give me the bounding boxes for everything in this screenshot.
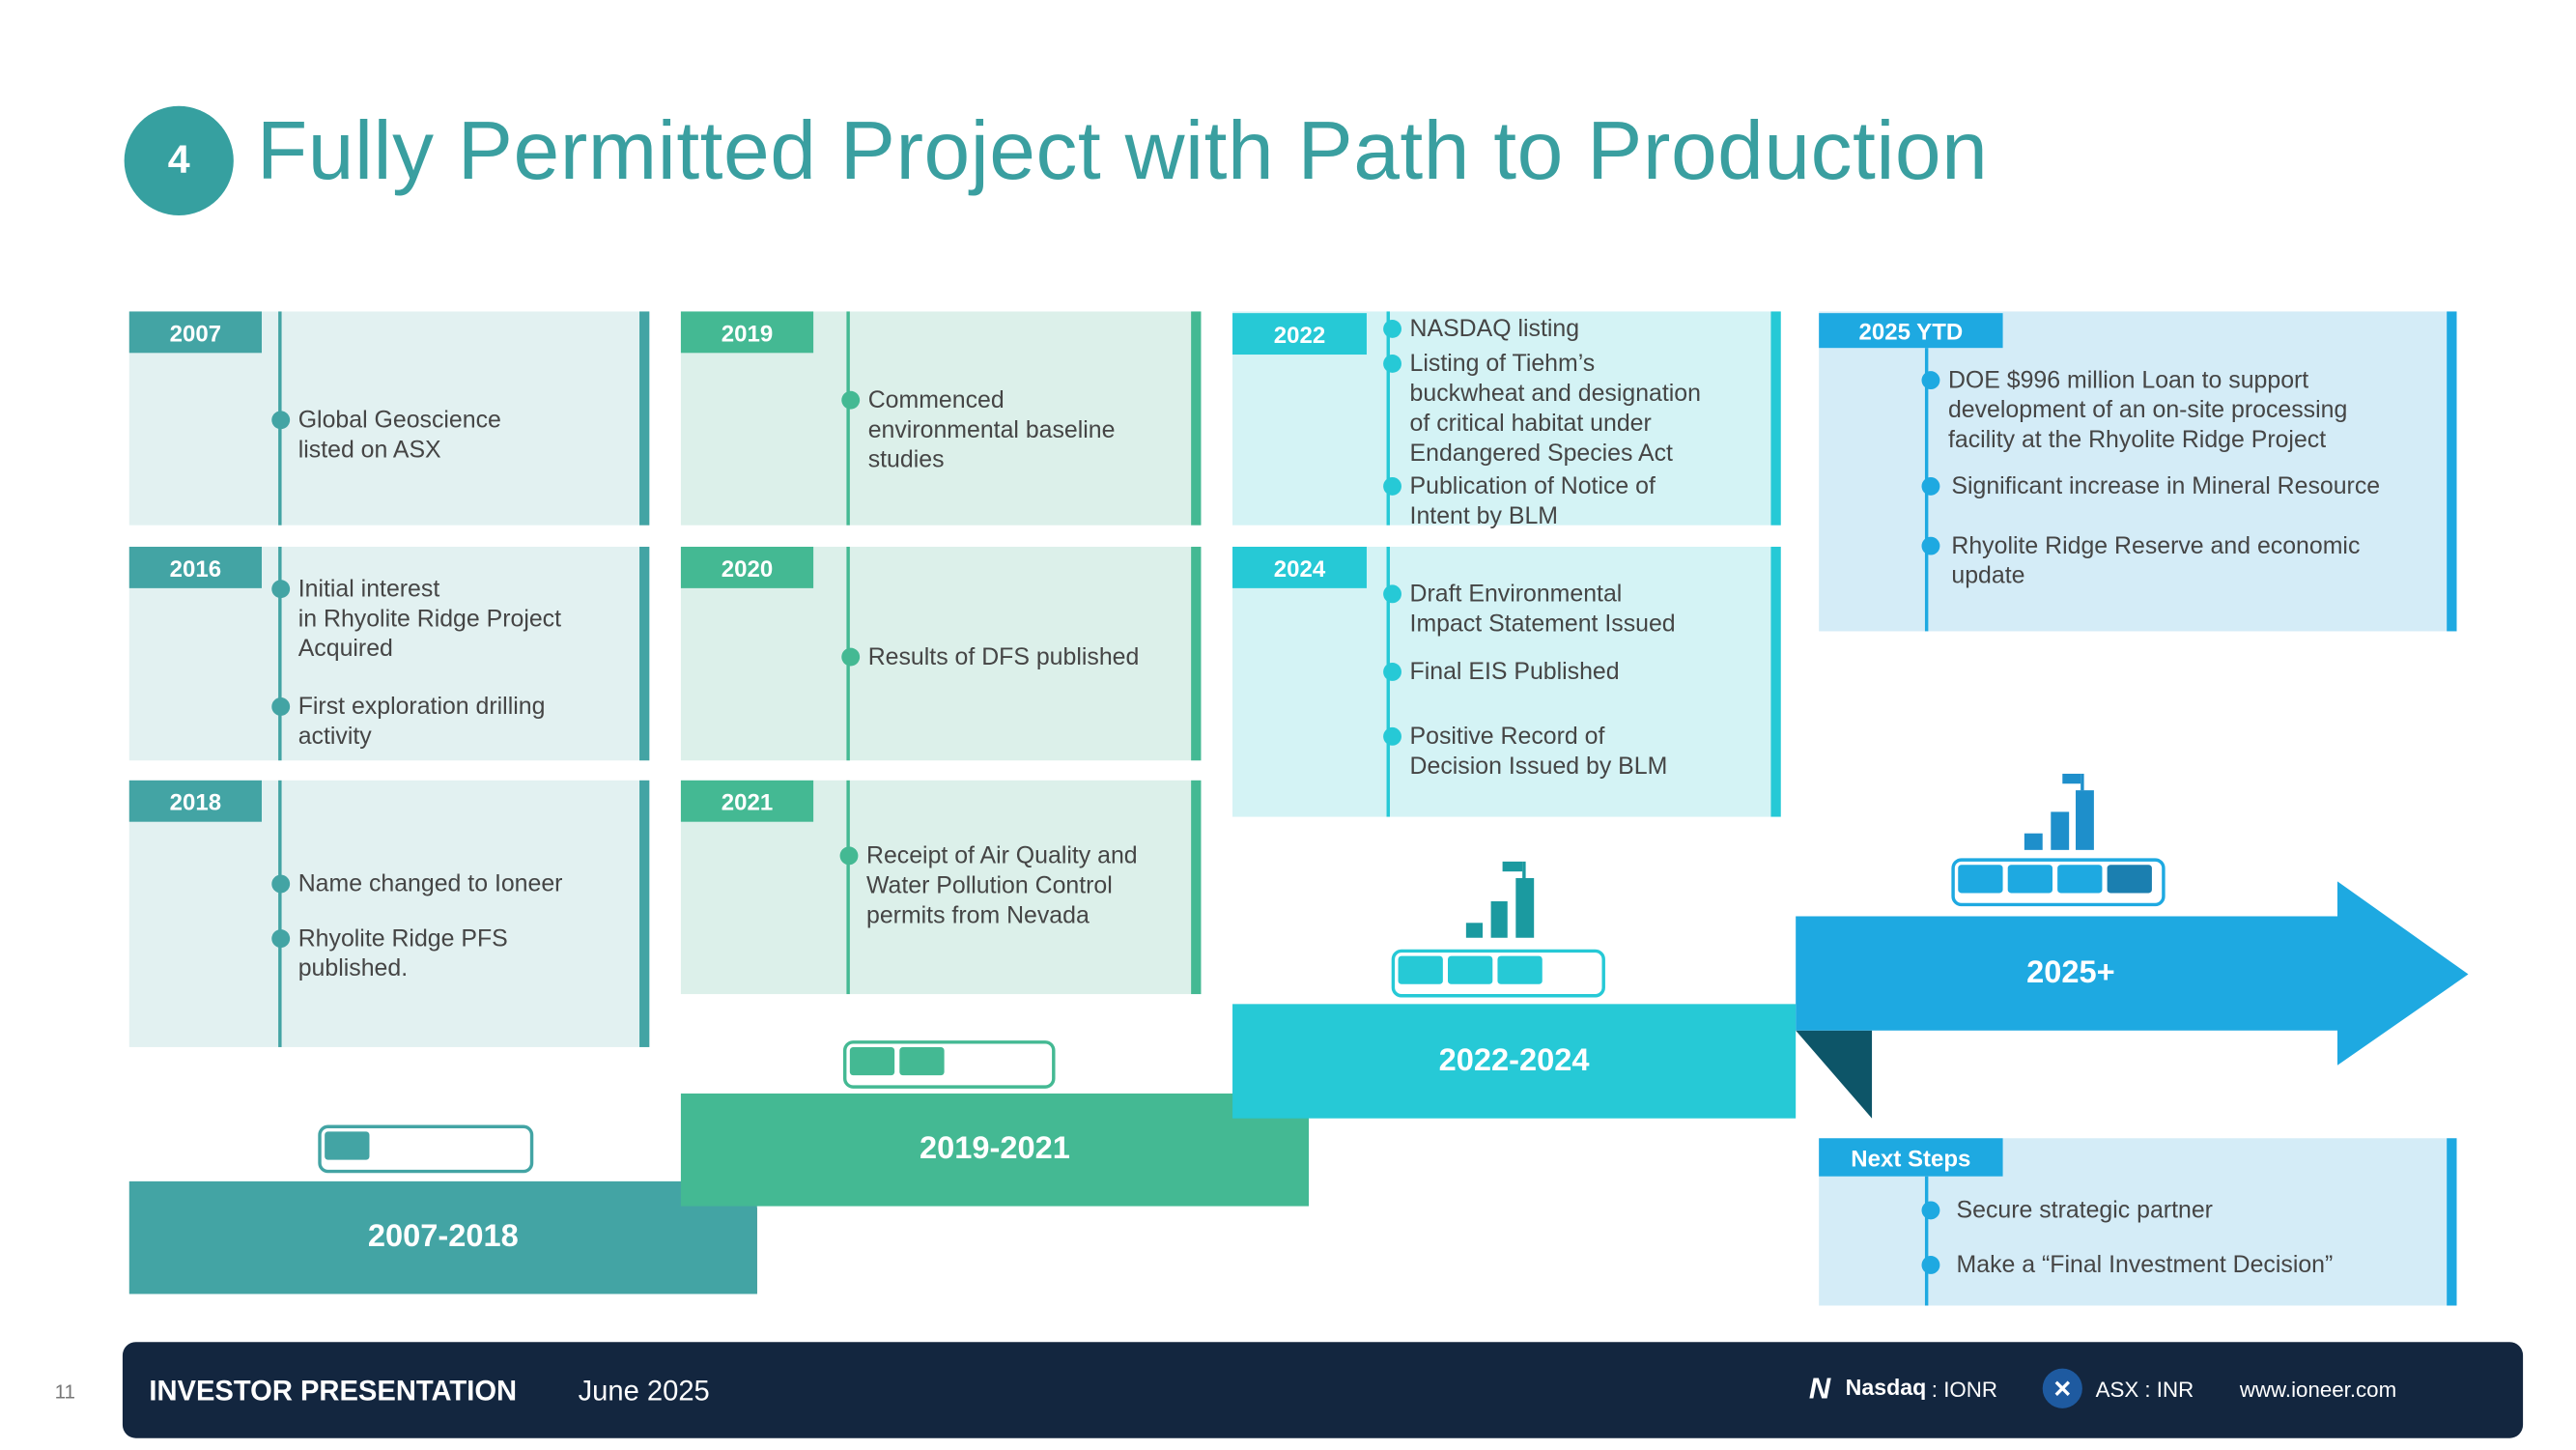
card-2022: 2022 NASDAQ listing Listing of Tiehm’s b… xyxy=(1232,311,1781,530)
milestone: Significant increase in Mineral Resource xyxy=(1921,472,2380,502)
bar-chart-icon xyxy=(2024,773,2094,850)
year-tag: 2018 xyxy=(128,780,262,822)
website-link[interactable]: www.ioneer.com xyxy=(2239,1377,2397,1402)
milestone: DOE $996 million Loan to support develop… xyxy=(1921,366,2347,456)
nasdaq-label: Nasdaq xyxy=(1845,1375,1927,1401)
card-2016: 2016 Initial interest in Rhyolite Ridge … xyxy=(128,546,650,761)
nasdaq-logo-icon: N xyxy=(1808,1372,1831,1406)
step-2022-2024: 2022-2024 xyxy=(1232,1004,1797,1119)
milestone: Positive Record of Decision Issued by BL… xyxy=(1383,723,1667,782)
year-tag: 2021 xyxy=(680,780,814,822)
section-number-badge: 4 xyxy=(124,105,234,215)
page-title: Fully Permitted Project with Path to Pro… xyxy=(256,104,1989,198)
card-2024: 2024 Draft Environmental Impact Statemen… xyxy=(1232,546,1781,817)
milestone: Commenced environmental baseline studies xyxy=(841,386,1115,476)
step-2025-plus: 2025+ xyxy=(2026,954,2115,990)
step-2007-2018: 2007-2018 xyxy=(128,1180,757,1294)
card-2018: 2018 Name changed to Ioneer Rhyolite Rid… xyxy=(128,780,650,1047)
progress-battery-4 xyxy=(1951,858,2166,907)
year-tag: 2022 xyxy=(1232,313,1367,355)
asx-ticker: ASX : INR xyxy=(2095,1377,2194,1402)
card-2019: 2019 Commenced environmental baseline st… xyxy=(680,311,1202,526)
footer-title: INVESTOR PRESENTATION xyxy=(149,1375,518,1407)
year-tag: Next Steps xyxy=(1819,1138,2003,1177)
year-tag: 2019 xyxy=(680,311,814,354)
milestone: Secure strategic partner xyxy=(1921,1196,2213,1226)
arrow-2025 xyxy=(1796,881,2469,1066)
milestone: Publication of Notice of Intent by BLM xyxy=(1383,472,1656,532)
milestone: Final EIS Published xyxy=(1383,658,1620,688)
year-tag: 2025 YTD xyxy=(1819,313,2003,349)
milestone: Draft Environmental Impact Statement Iss… xyxy=(1383,580,1676,640)
year-tag: 2020 xyxy=(680,546,814,588)
milestone: Initial interest in Rhyolite Ridge Proje… xyxy=(271,575,561,665)
progress-battery-2 xyxy=(842,1040,1056,1089)
year-tag: 2024 xyxy=(1232,546,1367,588)
step-2019-2021: 2019-2021 xyxy=(680,1093,1309,1207)
milestone: Name changed to Ioneer xyxy=(271,869,562,899)
milestone: Global Geoscience listed on ASX xyxy=(271,406,501,466)
footer-bar: INVESTOR PRESENTATION June 2025 N Nasdaq… xyxy=(122,1342,2524,1438)
asx-logo-icon: ✕ xyxy=(2042,1368,2082,1408)
page-number: 11 xyxy=(54,1379,75,1404)
footer-date: June 2025 xyxy=(578,1375,710,1407)
milestone: Listing of Tiehm’s buckwheat and designa… xyxy=(1383,350,1701,469)
bar-chart-icon xyxy=(1465,861,1535,938)
progress-battery-3 xyxy=(1391,949,1605,998)
milestone: Make a “Final Investment Decision” xyxy=(1921,1251,2333,1281)
year-tag: 2007 xyxy=(128,311,262,354)
milestone: Results of DFS published xyxy=(841,642,1139,672)
step-shadow xyxy=(1796,1030,1873,1119)
milestone: Receipt of Air Quality and Water Polluti… xyxy=(839,841,1138,931)
card-next-steps: Next Steps Secure strategic partner Make… xyxy=(1819,1138,2457,1306)
milestone: Rhyolite Ridge Reserve and economic upda… xyxy=(1921,532,2360,592)
card-2025-ytd: 2025 YTD DOE $996 million Loan to suppor… xyxy=(1819,311,2457,632)
nasdaq-ticker: : IONR xyxy=(1931,1377,1997,1402)
card-2007: 2007 Global Geoscience listed on ASX xyxy=(128,311,650,526)
milestone: NASDAQ listing xyxy=(1383,315,1579,345)
card-2020: 2020 Results of DFS published xyxy=(680,546,1202,761)
milestone: Rhyolite Ridge PFS published. xyxy=(271,924,508,984)
milestone: First exploration drilling activity xyxy=(271,693,545,753)
year-tag: 2016 xyxy=(128,546,262,588)
progress-battery-1 xyxy=(318,1124,534,1174)
card-2021: 2021 Receipt of Air Quality and Water Po… xyxy=(680,780,1202,995)
